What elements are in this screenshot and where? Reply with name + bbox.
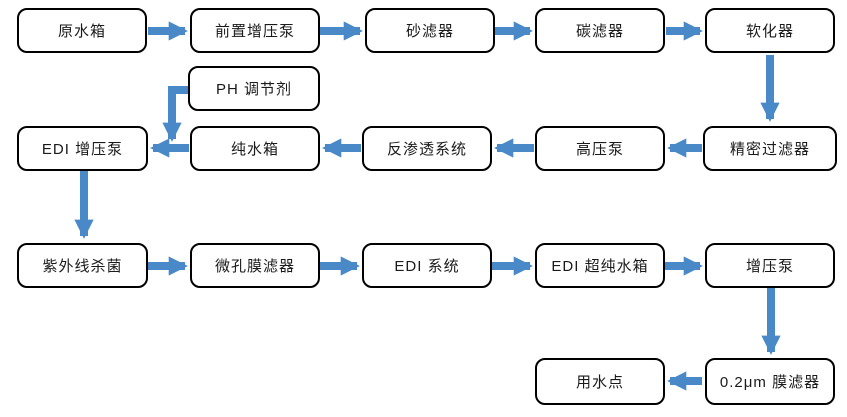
node-pre-booster-pump: 前置增压泵 (190, 8, 320, 53)
node-ro-system: 反渗透系统 (362, 126, 492, 171)
node-edi-system: EDI 系统 (362, 243, 492, 288)
node-raw-water-tank: 原水箱 (17, 8, 147, 53)
node-uv-sterilizer: 紫外线杀菌 (17, 243, 148, 288)
node-booster-pump: 增压泵 (705, 243, 835, 288)
node-softener: 软化器 (705, 8, 835, 53)
node-edi-booster-pump: EDI 增压泵 (17, 126, 148, 171)
node-precision-filter: 精密过滤器 (703, 126, 837, 171)
node-pure-water-tank: 纯水箱 (190, 126, 320, 171)
node-ph-adjuster: PH 调节剂 (188, 66, 320, 111)
node-micro-membrane-filter: 微孔膜滤器 (190, 243, 320, 288)
node-point-of-use: 用水点 (535, 358, 665, 405)
arrow-ph-adjuster-elbow (162, 86, 188, 142)
node-carbon-filter: 碳滤器 (535, 8, 665, 53)
node-edi-ultrapure-tank: EDI 超纯水箱 (535, 243, 665, 288)
node-high-pressure-pump: 高压泵 (535, 126, 665, 171)
node-membrane-filter-0-2um: 0.2μm 膜滤器 (705, 358, 835, 405)
node-sand-filter: 砂滤器 (365, 8, 495, 53)
